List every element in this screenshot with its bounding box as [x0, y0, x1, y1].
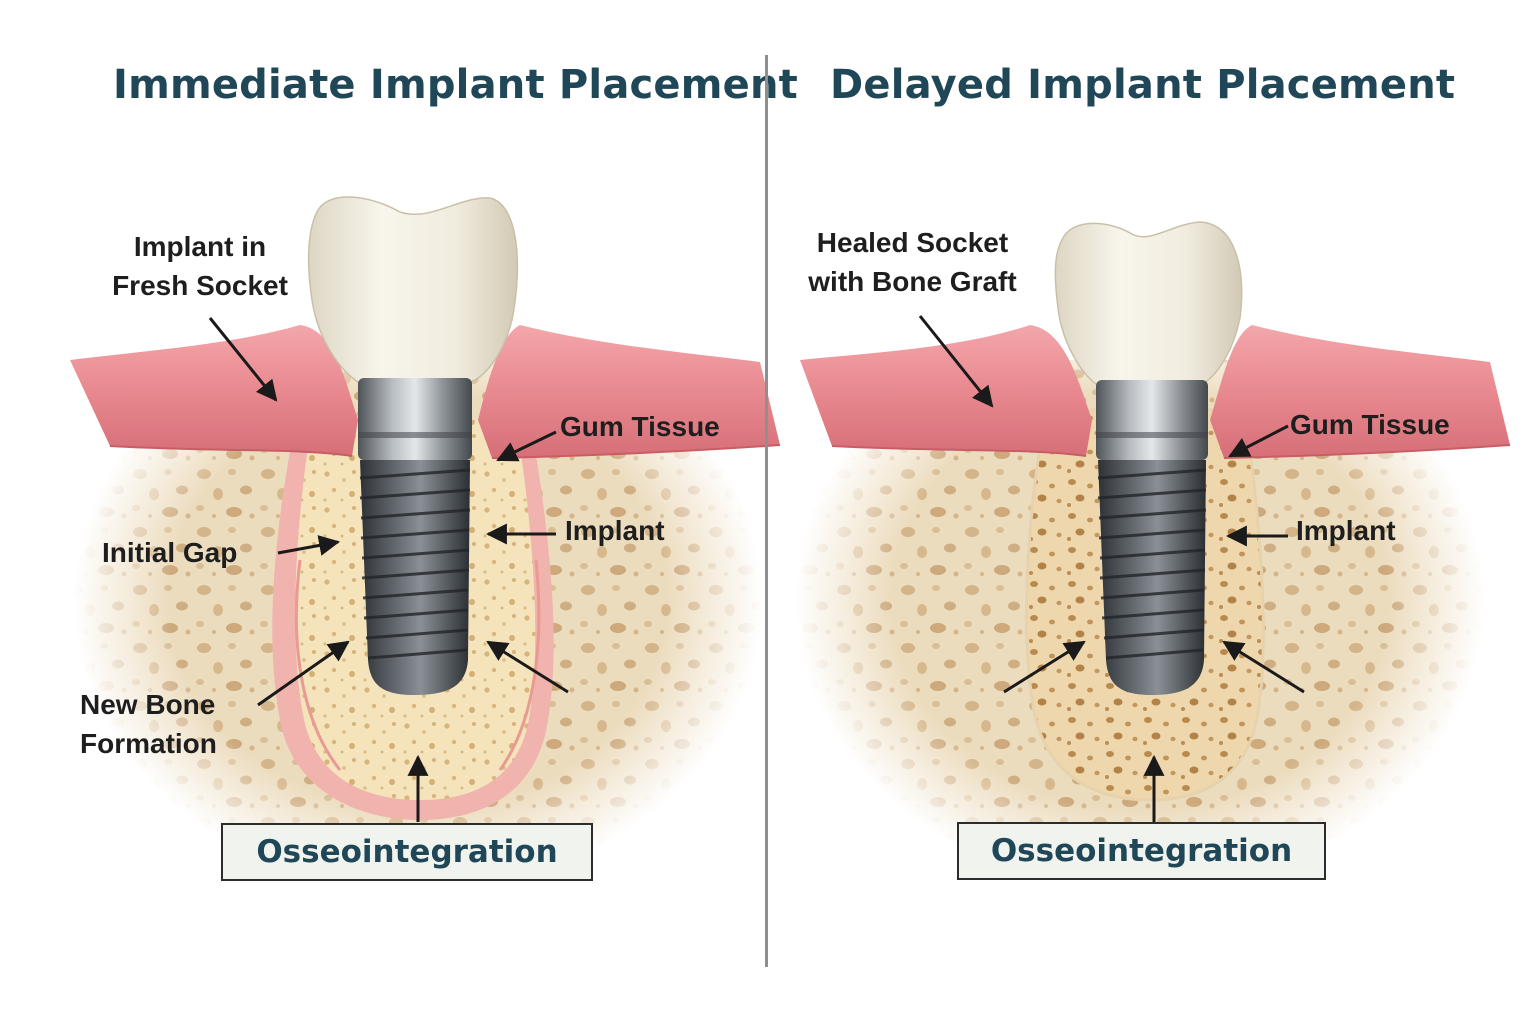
arrow-gum-tissue-left	[496, 430, 557, 462]
right-jaw-illustration	[790, 221, 1511, 880]
arrow-fresh-socket	[208, 317, 278, 402]
osseointegration-box-right: Osseointegration	[957, 822, 1326, 880]
left-jaw-illustration	[60, 196, 781, 880]
label-new-bone: New Bone Formation	[80, 689, 217, 759]
arrow-initial-gap	[277, 535, 341, 556]
arrow-new-bone-right	[486, 640, 569, 694]
arrow-bone-right-right-panel	[1222, 640, 1305, 694]
left-abutment	[358, 378, 472, 460]
arrow-gum-tissue-right	[1228, 424, 1289, 458]
arrow-healed-socket	[918, 315, 994, 408]
left-gum-tissue	[70, 325, 358, 456]
left-panel-title: Immediate Implant Placement	[113, 62, 798, 108]
arrow-new-bone	[257, 640, 350, 707]
label-healed-socket: Healed Socket with Bone Graft	[808, 227, 1017, 297]
left-crown	[307, 196, 519, 383]
osseointegration-box-left: Osseointegration	[221, 823, 593, 881]
right-panel-title: Delayed Implant Placement	[830, 62, 1456, 108]
label-gum-tissue-left: Gum Tissue	[560, 411, 720, 442]
label-implant-right: Implant	[1296, 515, 1396, 546]
label-fresh-socket: Implant in Fresh Socket	[112, 231, 288, 301]
panel-divider	[765, 55, 768, 967]
right-crown	[1054, 221, 1243, 385]
right-gum-tissue	[800, 325, 1092, 456]
right-abutment	[1096, 380, 1208, 460]
label-gum-tissue-right: Gum Tissue	[1290, 409, 1450, 440]
arrow-bone-left-right-panel	[1003, 640, 1086, 694]
label-initial-gap: Initial Gap	[102, 537, 238, 568]
label-implant-left: Implant	[565, 515, 665, 546]
